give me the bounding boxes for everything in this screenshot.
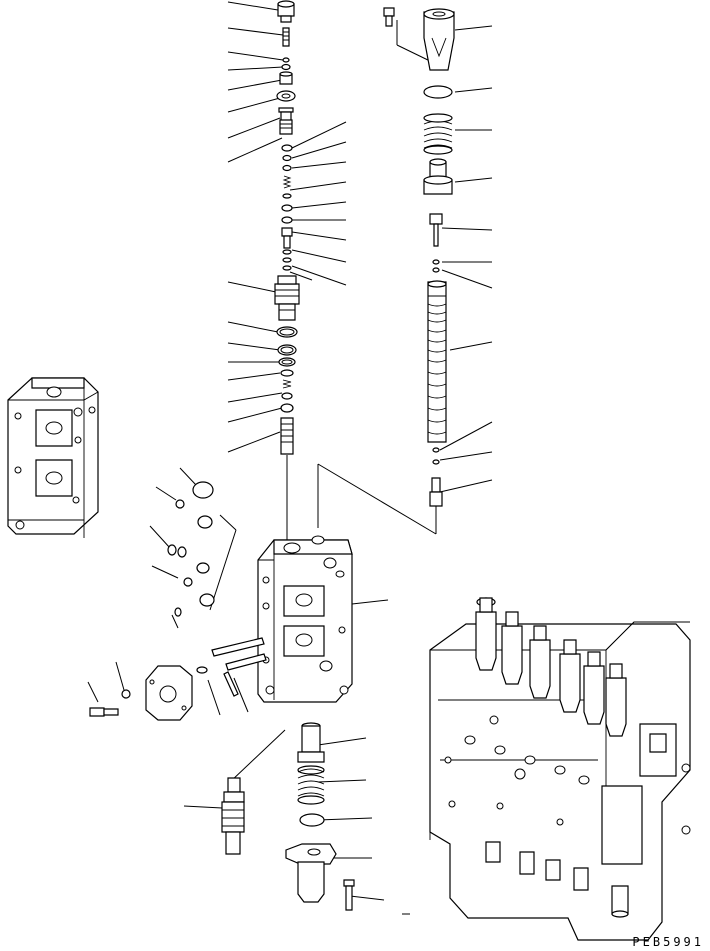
- o-ring-group: [167, 481, 215, 617]
- leader-lines: [87, 1, 493, 915]
- valve-section-end-view: [7, 377, 99, 538]
- relief-valve-stack: [274, 0, 300, 455]
- figure-code: PEB5991: [632, 935, 704, 949]
- flange-assembly: [89, 665, 193, 721]
- lower-spool-parts: [285, 722, 355, 911]
- control-valve-section: [196, 535, 353, 703]
- assembled-control-valve: [429, 597, 691, 941]
- assembled-caps: [475, 597, 627, 737]
- pressure-sensor: [221, 777, 245, 855]
- spool-stack: [383, 7, 455, 507]
